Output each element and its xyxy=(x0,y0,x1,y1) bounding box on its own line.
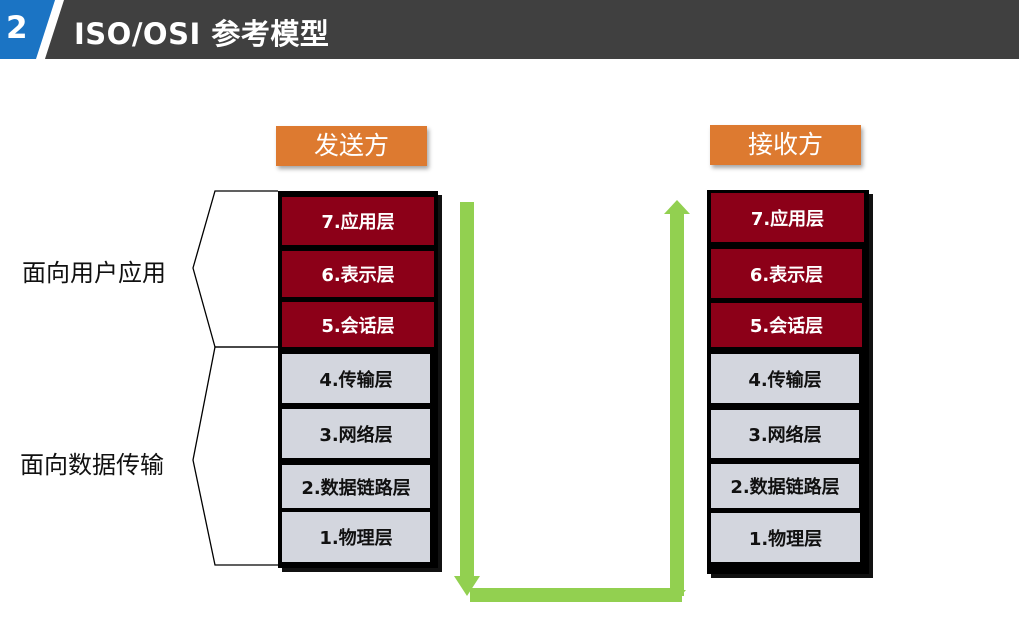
receiver-layer-2: 2.数据链路层 xyxy=(711,464,859,508)
sender-layer-2: 2.数据链路层 xyxy=(282,465,430,508)
sender-layer-5: 5.会话层 xyxy=(282,302,434,347)
sender-layer-7: 7.应用层 xyxy=(282,197,434,245)
group-label-lower: 面向数据传输 xyxy=(20,451,164,479)
receiver-layer-4: 4.传输层 xyxy=(711,354,859,403)
sender-layer-3: 3.网络层 xyxy=(282,409,430,458)
group-label-upper: 面向用户应用 xyxy=(22,259,166,287)
receiver-layer-6: 6.表示层 xyxy=(711,249,862,298)
sender-stack: 7.应用层 6.表示层 5.会话层 4.传输层 3.网络层 2.数据链路层 1.… xyxy=(278,191,438,568)
sender-layer-1: 1.物理层 xyxy=(282,512,430,562)
receiver-layer-5: 5.会话层 xyxy=(711,303,862,347)
sender-label: 发送方 xyxy=(276,126,427,166)
receiver-label: 接收方 xyxy=(710,125,861,165)
section-number: 2 xyxy=(6,10,28,46)
receiver-layer-3: 3.网络层 xyxy=(711,410,859,458)
upper-bracket xyxy=(192,190,278,348)
data-flow-arrow xyxy=(454,200,690,602)
header-bar xyxy=(0,0,1019,59)
receiver-stack: 7.应用层 6.表示层 5.会话层 4.传输层 3.网络层 2.数据链路层 1.… xyxy=(707,190,869,574)
lower-bracket xyxy=(192,346,278,566)
receiver-layer-7: 7.应用层 xyxy=(711,193,864,242)
sender-layer-4: 4.传输层 xyxy=(282,354,430,403)
page-title: ISO/OSI 参考模型 xyxy=(74,17,330,51)
receiver-layer-1: 1.物理层 xyxy=(711,513,860,562)
sender-layer-6: 6.表示层 xyxy=(282,251,434,297)
